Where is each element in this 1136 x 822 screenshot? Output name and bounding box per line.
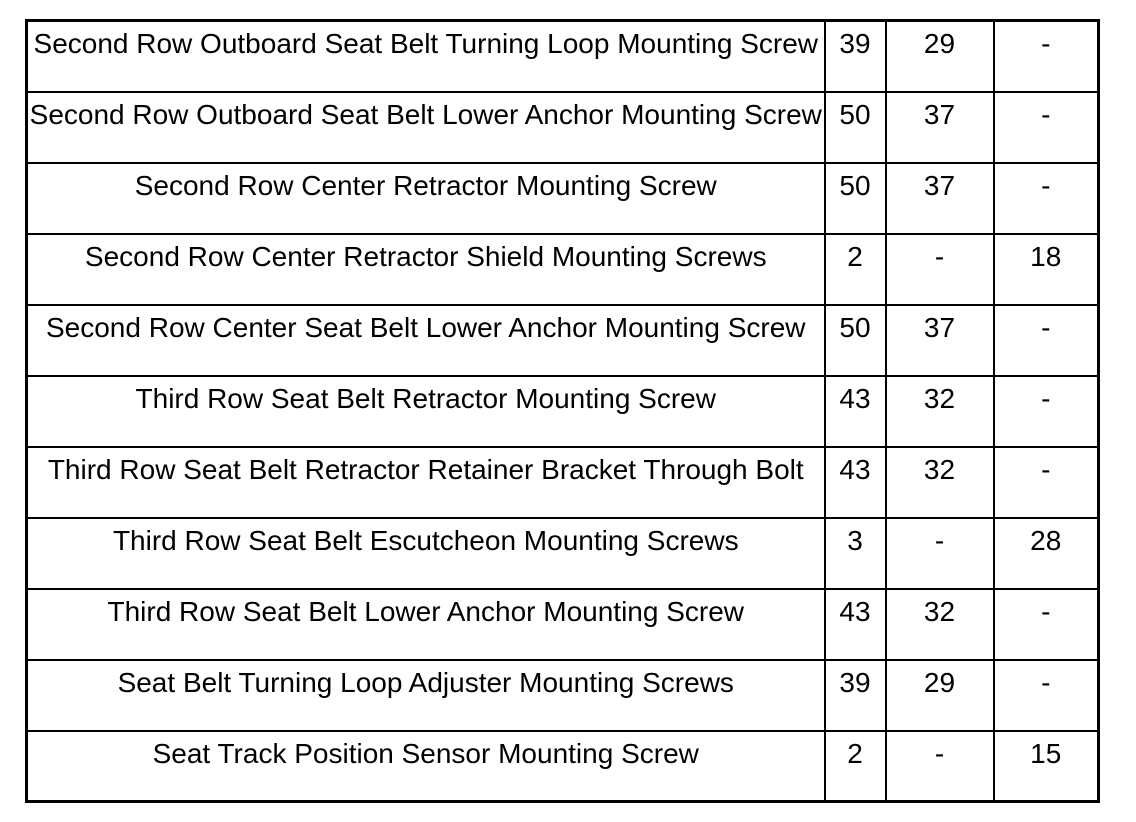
torque-value-3: 18 xyxy=(992,232,1100,306)
table-row: Second Row Center Seat Belt Lower Anchor… xyxy=(25,303,1100,377)
torque-value-3: - xyxy=(992,303,1100,377)
torque-value-3: 15 xyxy=(992,729,1100,803)
torque-value-3: - xyxy=(992,90,1100,164)
torque-value-2: - xyxy=(884,516,995,590)
torque-value-2: 32 xyxy=(884,445,995,519)
table-row: Third Row Seat Belt Escutcheon Mounting … xyxy=(25,516,1100,590)
torque-value-2: - xyxy=(884,729,995,803)
torque-value-1: 39 xyxy=(823,19,887,93)
torque-value-2: 32 xyxy=(884,587,995,661)
torque-value-3: - xyxy=(992,445,1100,519)
torque-value-2: 37 xyxy=(884,303,995,377)
torque-value-2: 37 xyxy=(884,161,995,235)
torque-value-1: 43 xyxy=(823,374,887,448)
table-row: Seat Track Position Sensor Mounting Scre… xyxy=(25,729,1100,803)
torque-value-1: 39 xyxy=(823,658,887,732)
torque-value-1: 2 xyxy=(823,232,887,306)
torque-value-3: - xyxy=(992,658,1100,732)
component-description: Third Row Seat Belt Retractor Mounting S… xyxy=(25,374,826,448)
component-description: Seat Track Position Sensor Mounting Scre… xyxy=(25,729,826,803)
component-description: Second Row Center Retractor Shield Mount… xyxy=(25,232,826,306)
table-row: Second Row Center Retractor Mounting Scr… xyxy=(25,161,1100,235)
table-row: Third Row Seat Belt Retractor Retainer B… xyxy=(25,445,1100,519)
component-description: Third Row Seat Belt Lower Anchor Mountin… xyxy=(25,587,826,661)
table-row: Second Row Center Retractor Shield Mount… xyxy=(25,232,1100,306)
torque-value-3: - xyxy=(992,587,1100,661)
component-description: Second Row Outboard Seat Belt Lower Anch… xyxy=(25,90,826,164)
torque-value-3: - xyxy=(992,374,1100,448)
component-description: Third Row Seat Belt Retractor Retainer B… xyxy=(25,445,826,519)
torque-value-2: - xyxy=(884,232,995,306)
component-description: Third Row Seat Belt Escutcheon Mounting … xyxy=(25,516,826,590)
torque-value-2: 29 xyxy=(884,19,995,93)
table-row: Third Row Seat Belt Lower Anchor Mountin… xyxy=(25,587,1100,661)
torque-value-3: - xyxy=(992,161,1100,235)
torque-value-1: 50 xyxy=(823,90,887,164)
table-row: Second Row Outboard Seat Belt Lower Anch… xyxy=(25,90,1100,164)
component-description: Seat Belt Turning Loop Adjuster Mounting… xyxy=(25,658,826,732)
torque-value-1: 50 xyxy=(823,303,887,377)
component-description: Second Row Outboard Seat Belt Turning Lo… xyxy=(25,19,826,93)
torque-value-1: 50 xyxy=(823,161,887,235)
torque-value-1: 43 xyxy=(823,445,887,519)
torque-value-1: 3 xyxy=(823,516,887,590)
torque-value-3: - xyxy=(992,19,1100,93)
torque-value-1: 43 xyxy=(823,587,887,661)
torque-value-3: 28 xyxy=(992,516,1100,590)
torque-value-2: 37 xyxy=(884,90,995,164)
torque-value-2: 32 xyxy=(884,374,995,448)
table-row: Second Row Outboard Seat Belt Turning Lo… xyxy=(25,19,1100,93)
torque-value-1: 2 xyxy=(823,729,887,803)
table-row: Third Row Seat Belt Retractor Mounting S… xyxy=(25,374,1100,448)
torque-spec-table: Second Row Outboard Seat Belt Turning Lo… xyxy=(25,19,1100,803)
component-description: Second Row Center Seat Belt Lower Anchor… xyxy=(25,303,826,377)
component-description: Second Row Center Retractor Mounting Scr… xyxy=(25,161,826,235)
torque-value-2: 29 xyxy=(884,658,995,732)
table-row: Seat Belt Turning Loop Adjuster Mounting… xyxy=(25,658,1100,732)
